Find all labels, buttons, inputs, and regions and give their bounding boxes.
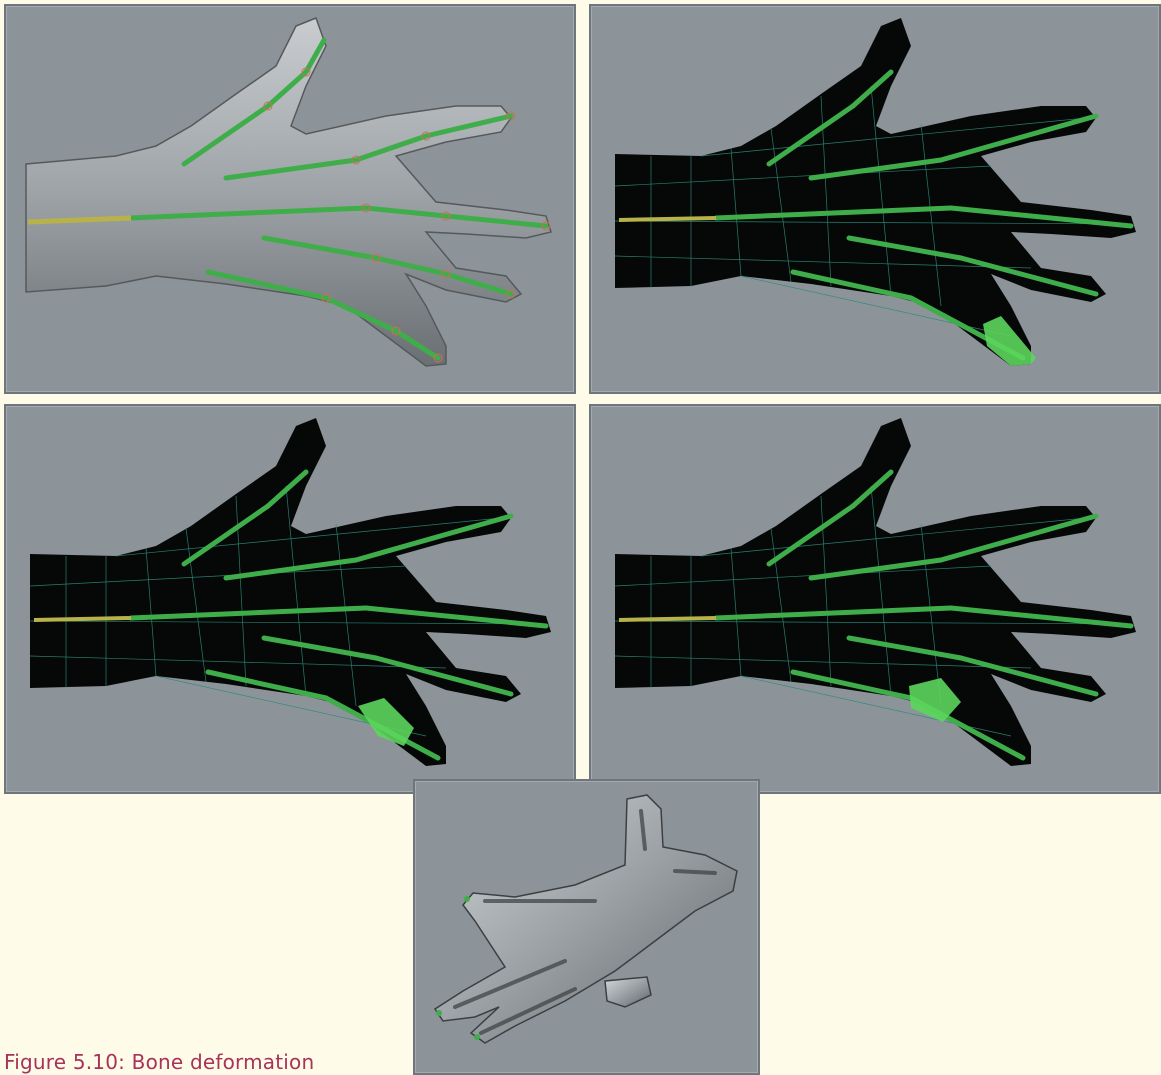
- hand-wireframe-illustration: [591, 6, 1159, 392]
- viewport-shaded-hand: [4, 4, 576, 394]
- hand-wireframe-illustration: [591, 406, 1159, 792]
- hand-shaded-perspective-illustration: [415, 781, 758, 1073]
- viewport-wireframe-middle-joint: [4, 404, 576, 794]
- viewport-wireframe-base-joint: [589, 404, 1161, 794]
- hand-wireframe-illustration: [6, 406, 574, 792]
- viewport-deformed-hand: [413, 779, 760, 1075]
- viewport-wireframe-fingertip: [589, 4, 1161, 394]
- hand-shaded-illustration: [6, 6, 574, 392]
- figure-caption: Figure 5.10: Bone deformation: [4, 1050, 314, 1074]
